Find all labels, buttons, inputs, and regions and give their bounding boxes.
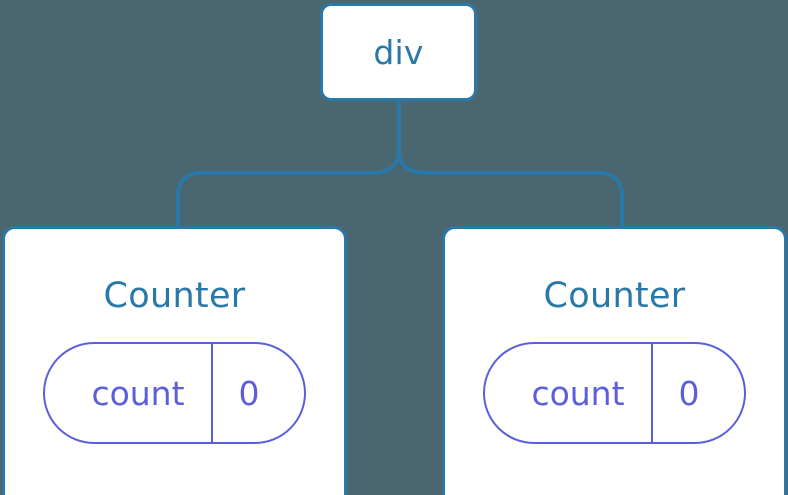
state-capsule[interactable]: count 0 <box>43 342 306 444</box>
component-title: Counter <box>103 276 246 316</box>
state-capsule[interactable]: count 0 <box>483 342 746 444</box>
tree-node-root-label: div <box>373 32 424 72</box>
connector-edge-right <box>397 101 624 228</box>
state-divider <box>650 344 653 442</box>
connector-edge-left <box>176 101 401 228</box>
state-key-label: count <box>531 373 625 413</box>
component-card-counter-2[interactable]: Counter count 0 <box>442 226 787 495</box>
state-value: 0 <box>238 373 260 413</box>
state-divider <box>210 344 213 442</box>
state-value: 0 <box>678 373 700 413</box>
state-key-label: count <box>91 373 185 413</box>
component-card-counter-1[interactable]: Counter count 0 <box>2 226 347 495</box>
tree-node-root[interactable]: div <box>320 3 477 101</box>
component-title: Counter <box>543 276 686 316</box>
